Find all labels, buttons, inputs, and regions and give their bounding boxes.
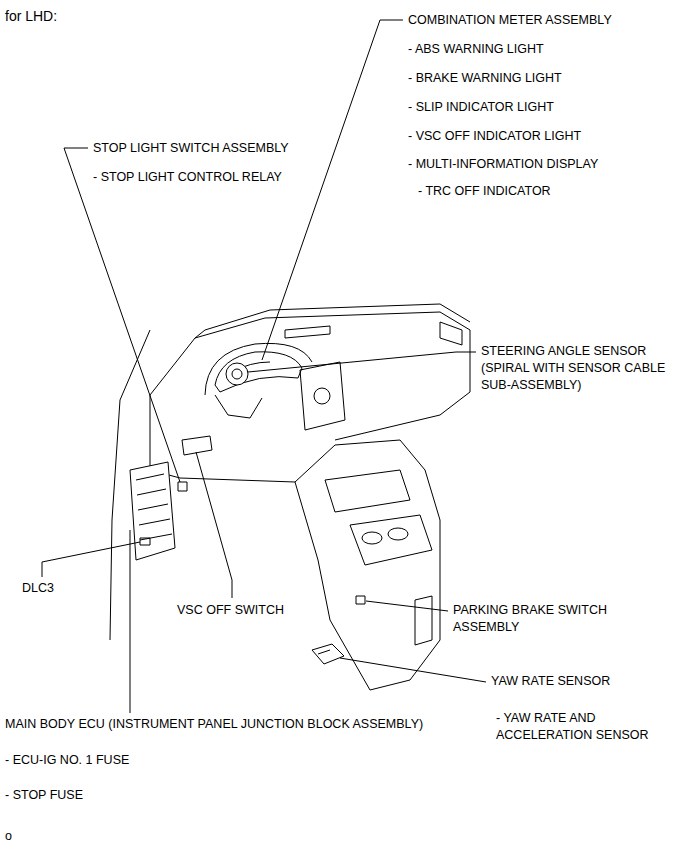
dlc3-connector bbox=[140, 538, 150, 545]
center-knob bbox=[314, 388, 330, 404]
part-label: MAIN BODY ECU (INSTRUMENT PANEL JUNCTION… bbox=[5, 716, 423, 733]
part-label: COMBINATION METER ASSEMBLY bbox=[408, 12, 612, 29]
leader-line bbox=[196, 452, 232, 598]
part-label: - TRC OFF INDICATOR bbox=[418, 183, 551, 200]
steering-column bbox=[215, 395, 262, 418]
part-label: STEERING ANGLE SENSOR (SPIRAL WITH SENSO… bbox=[481, 343, 677, 394]
shift-panel bbox=[325, 470, 410, 512]
parking-brake-switch bbox=[356, 596, 365, 604]
stop-light-switch bbox=[178, 482, 187, 491]
leader-line bbox=[340, 658, 486, 682]
side-vent bbox=[440, 322, 462, 345]
sensor-detail bbox=[318, 650, 330, 654]
part-label: - YAW RATE AND ACCELERATION SENSOR bbox=[496, 710, 676, 744]
dashboard-edge bbox=[195, 304, 470, 338]
vent bbox=[285, 326, 330, 338]
part-label: - VSC OFF INDICATOR LIGHT bbox=[408, 128, 581, 145]
center-console bbox=[295, 440, 440, 690]
illustration-lines bbox=[110, 304, 470, 690]
part-label: DLC3 bbox=[22, 580, 54, 597]
part-label: - MULTI-INFORMATION DISPLAY bbox=[408, 156, 598, 173]
junction-block bbox=[130, 462, 175, 560]
part-label: - SLIP INDICATOR LIGHT bbox=[408, 99, 554, 116]
part-label: PARKING BRAKE SWITCH ASSEMBLY bbox=[453, 602, 633, 636]
yaw-rate-sensor bbox=[312, 644, 344, 664]
part-label: - STOP FUSE bbox=[5, 787, 83, 804]
cup-holder bbox=[388, 528, 408, 540]
center-stack bbox=[300, 362, 345, 430]
leader-line bbox=[130, 530, 131, 713]
armrest bbox=[350, 515, 432, 565]
leader-line bbox=[262, 20, 403, 360]
lower-dash bbox=[150, 395, 295, 482]
part-label: STOP LIGHT SWITCH ASSEMBLY bbox=[93, 140, 289, 157]
part-label: - STOP LIGHT CONTROL RELAY bbox=[93, 169, 282, 186]
part-label: - ECU-IG NO. 1 FUSE bbox=[5, 752, 129, 769]
leader-line bbox=[42, 542, 140, 577]
part-label: YAW RATE SENSOR bbox=[491, 673, 610, 690]
steering-angle-sensor bbox=[226, 363, 248, 385]
leader-line bbox=[248, 352, 476, 372]
console-panel bbox=[415, 596, 432, 645]
cup-holder bbox=[362, 532, 382, 544]
dashboard-outline bbox=[150, 312, 470, 440]
sensor-hub bbox=[232, 369, 242, 379]
leader-lines bbox=[42, 20, 486, 713]
part-label: - BRAKE WARNING LIGHT bbox=[408, 70, 562, 87]
part-label: o bbox=[5, 828, 12, 845]
leader-line bbox=[64, 148, 180, 482]
combination-meter bbox=[215, 352, 302, 392]
junction-block-detail bbox=[136, 474, 172, 540]
part-label: - ABS WARNING LIGHT bbox=[408, 41, 544, 58]
leader-line bbox=[366, 601, 448, 611]
diagram-title: for LHD: bbox=[5, 8, 57, 25]
part-label: VSC OFF SWITCH bbox=[177, 602, 284, 619]
vsc-off-switch-panel bbox=[182, 436, 212, 455]
meter-hood bbox=[205, 343, 312, 395]
